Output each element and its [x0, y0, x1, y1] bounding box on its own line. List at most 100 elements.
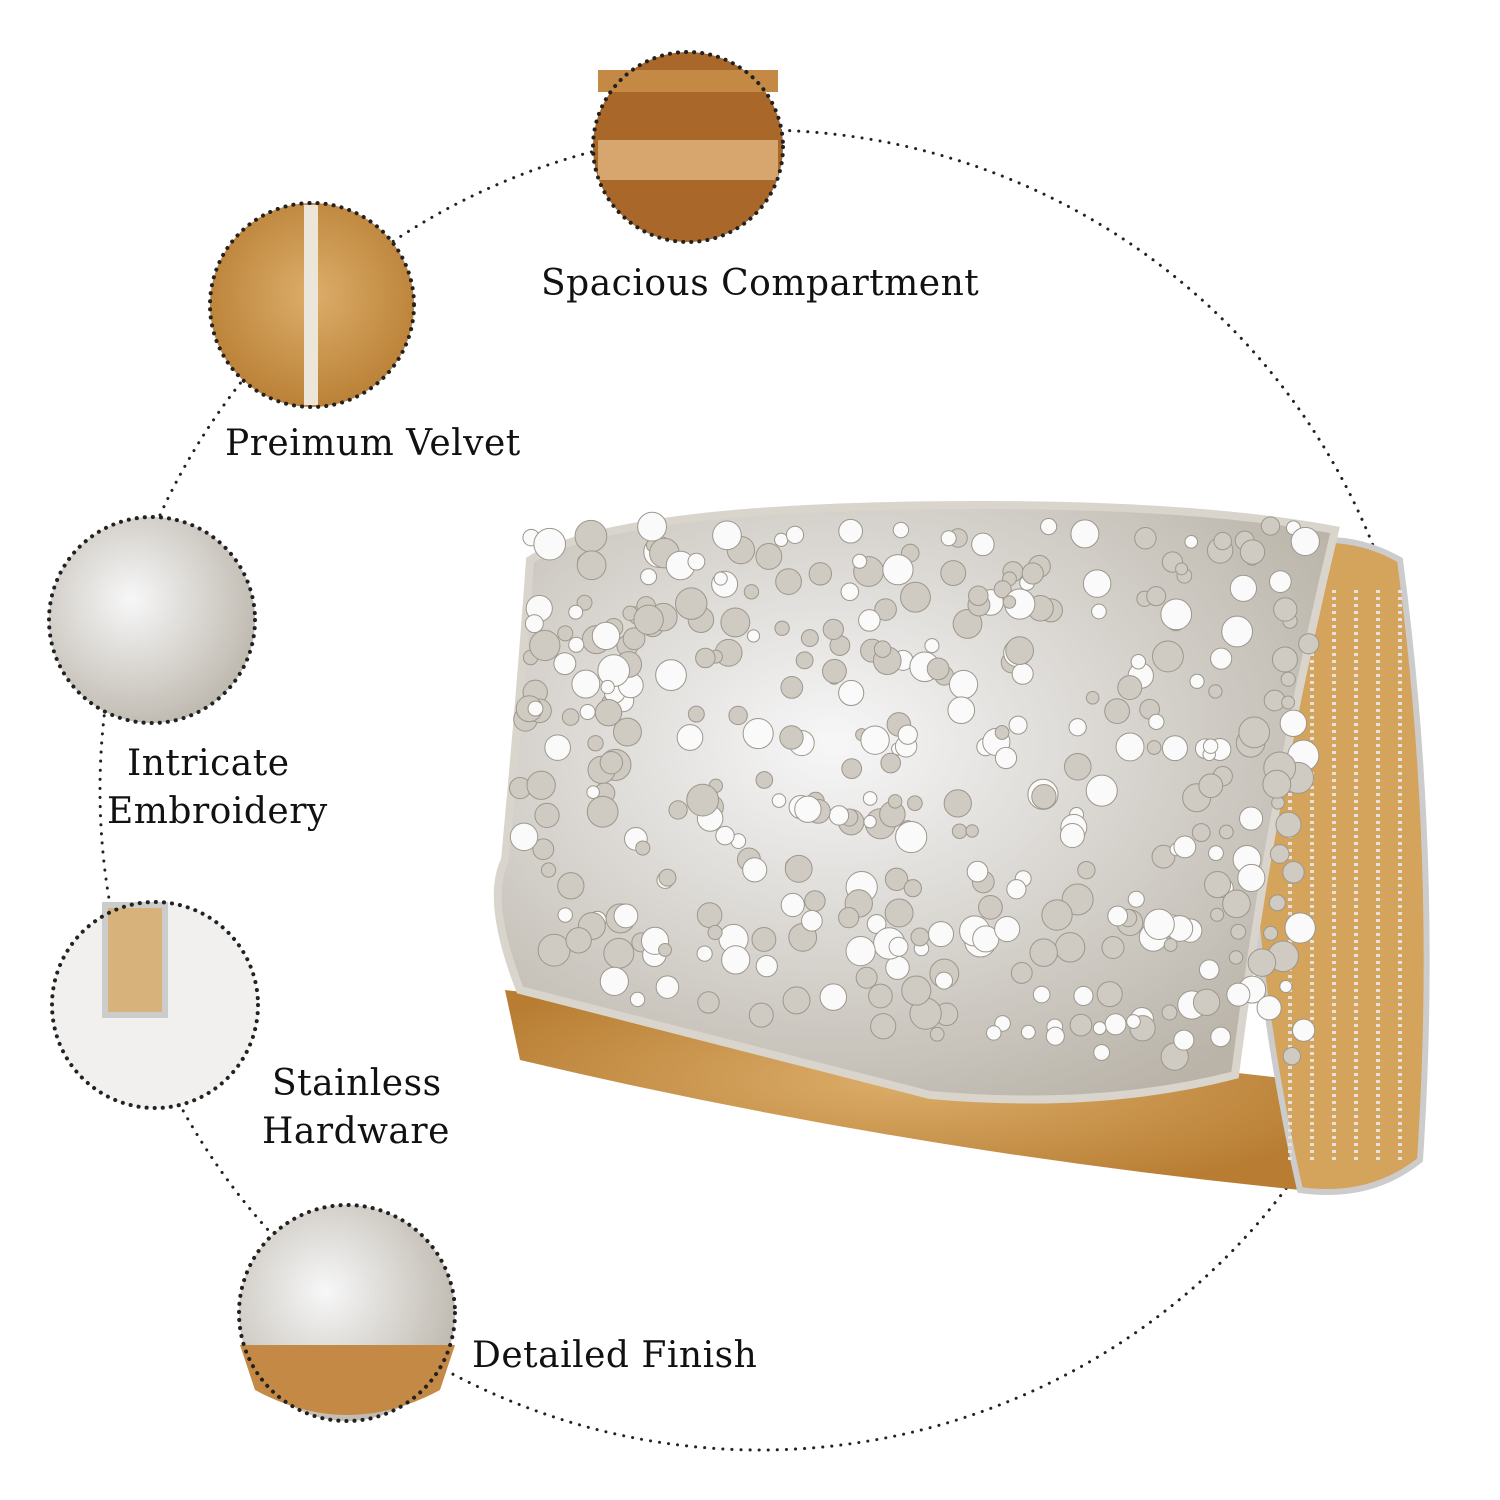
crystal-gem	[804, 890, 826, 912]
crystal-gem	[1069, 1013, 1093, 1037]
crystal-gem	[586, 795, 619, 828]
crystal-gem	[1143, 908, 1175, 941]
crystal-gem	[1256, 995, 1282, 1021]
crystal-gem	[579, 703, 596, 721]
label-finish: Detailed Finish	[472, 1335, 758, 1376]
crystal-gem	[586, 785, 600, 799]
crystal-gem	[1059, 823, 1085, 849]
crystal-gem	[1260, 516, 1281, 536]
crystal-gem	[751, 927, 777, 952]
crystal-gem	[1092, 1021, 1107, 1035]
label-compartment: Spacious Compartment	[541, 263, 980, 304]
crystal-gem	[1213, 531, 1232, 551]
crystal-gem	[884, 867, 909, 891]
crystal-gem	[971, 532, 995, 557]
crystal-gem	[622, 627, 646, 651]
crystal-gem	[840, 582, 860, 602]
crystal-gem	[1146, 740, 1162, 755]
crystal-gem	[966, 860, 989, 883]
crystal-gem	[1262, 769, 1292, 799]
crystal-gem	[1239, 539, 1266, 565]
crystal-gem	[780, 676, 804, 699]
label-embroidery-line1: Intricate	[127, 743, 290, 784]
crystal-gem	[775, 568, 802, 595]
crystal-gem	[557, 907, 573, 923]
crystal-gem	[1208, 845, 1224, 862]
crystal-gem	[696, 945, 713, 962]
crystal-gem	[1247, 948, 1277, 977]
crystal-gem	[994, 725, 1010, 740]
crystal-gem	[1077, 860, 1096, 880]
crystal-gem	[1146, 586, 1167, 607]
crystal-gem	[1054, 932, 1086, 963]
crystal-gem	[868, 983, 893, 1009]
crystal-gem	[771, 793, 787, 808]
crystal-gem	[721, 945, 751, 975]
crystal-gem	[755, 543, 783, 570]
crystal-gem	[1271, 646, 1298, 673]
crystal-gem	[1269, 570, 1292, 593]
crystal-gem	[1040, 518, 1058, 536]
crystal-gem	[633, 604, 664, 635]
crystal-gem	[1203, 870, 1232, 899]
crystal-gem	[599, 966, 629, 996]
crystal-gem	[1073, 985, 1094, 1006]
crystal-gem	[696, 902, 723, 928]
crystal-gem	[774, 532, 789, 547]
crystal-gem	[841, 758, 863, 779]
crystal-gem	[794, 795, 822, 823]
crystal-gem	[1096, 981, 1123, 1008]
crystal-gem	[800, 629, 819, 648]
crystal-gem	[907, 795, 923, 812]
crystal-gem	[1021, 562, 1044, 585]
crystal-gem	[1210, 647, 1233, 670]
crystal-gem	[655, 659, 687, 691]
detail-compartment	[591, 50, 785, 244]
crystal-gem	[603, 937, 635, 969]
crystal-gem	[1221, 615, 1253, 648]
crystal-gem	[746, 629, 761, 643]
crystal-gem	[1226, 982, 1251, 1007]
crystal-gem	[1284, 912, 1316, 944]
crystal-gem	[1282, 861, 1305, 884]
detail-velvet	[208, 201, 416, 409]
crystal-gem	[1104, 698, 1131, 725]
crystal-gem	[855, 966, 878, 989]
crystal-gem	[544, 734, 571, 761]
crystal-gem	[728, 705, 748, 726]
crystal-gem	[866, 914, 887, 934]
crystal-gem	[880, 752, 901, 774]
crystal-gem	[655, 975, 680, 999]
crystal-gem	[658, 942, 673, 957]
label-velvet: Preimum Velvet	[225, 423, 521, 464]
crystal-gem	[994, 916, 1021, 943]
crystal-gem	[565, 927, 592, 954]
crystal-gem	[591, 621, 621, 651]
crystal-gem	[1011, 662, 1034, 685]
crystal-gem	[994, 746, 1018, 770]
crystal-gem	[808, 562, 833, 586]
crystal-gem	[863, 815, 877, 829]
crystal-gem	[1198, 959, 1220, 981]
crystal-gem	[1045, 1026, 1065, 1046]
crystal-gem	[1101, 935, 1125, 960]
crystal-gem	[713, 571, 728, 586]
crystal-gem	[742, 857, 768, 883]
crystal-gem	[1151, 844, 1176, 869]
crystal-gem	[534, 802, 560, 828]
crystal-gem	[887, 794, 903, 809]
crystal-gem	[697, 991, 720, 1014]
crystal-gem	[1085, 690, 1100, 705]
crystal-gem	[1160, 598, 1193, 631]
crystal-gem	[892, 521, 910, 539]
crystal-gem	[1279, 979, 1293, 994]
crystal-gem	[1282, 1047, 1302, 1066]
crystal-gem	[755, 771, 774, 789]
crystal-gem	[1275, 811, 1302, 838]
crystal-gem	[687, 552, 706, 571]
crystal-gem	[1210, 907, 1225, 922]
crystal-gem	[1070, 519, 1100, 549]
crystal-gem	[1273, 597, 1298, 622]
